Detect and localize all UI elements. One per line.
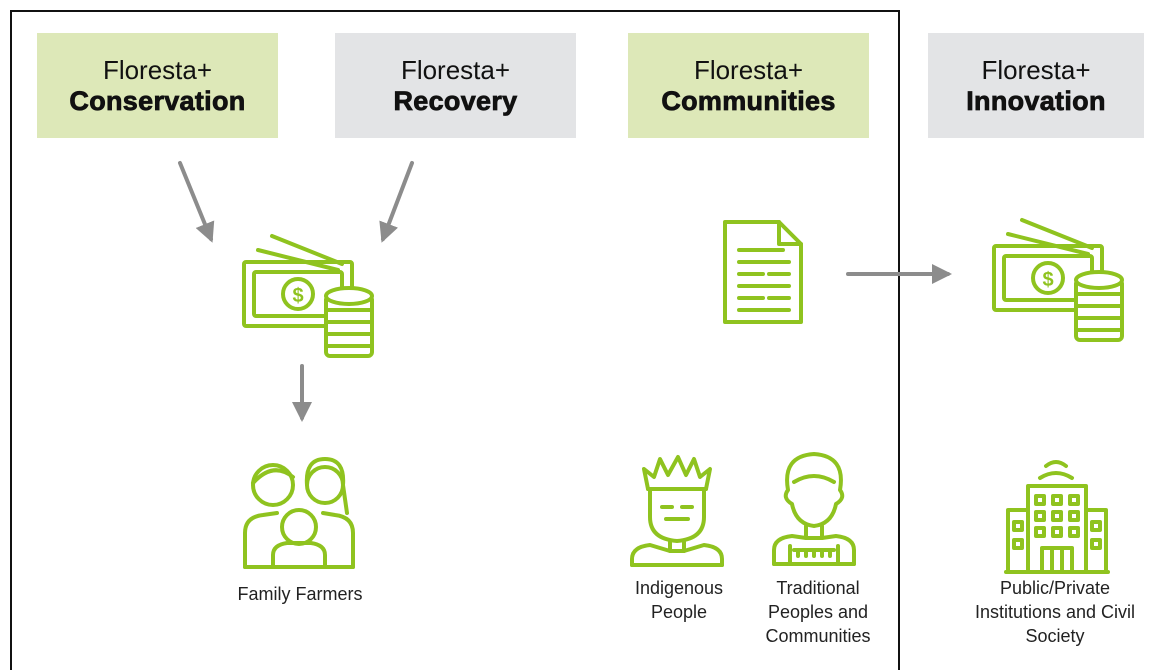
svg-text:$: $	[1042, 269, 1053, 291]
family-icon	[243, 457, 355, 569]
programs-frame	[10, 10, 900, 670]
program-recovery: Floresta+ Recovery	[335, 33, 576, 138]
program-prefix: Floresta+	[102, 54, 213, 85]
svg-text:$: $	[292, 285, 303, 307]
label-institutions: Public/Private Institutions and Civil So…	[974, 578, 1136, 646]
label-family-farmers: Family Farmers	[237, 584, 363, 604]
arrow-recovery-to-funds	[379, 161, 414, 243]
program-prefix: Floresta+	[400, 54, 511, 85]
label-indigenous-people: Indigenous People	[634, 578, 724, 622]
program-name: Innovation	[966, 85, 1106, 116]
program-name: Recovery	[393, 85, 518, 116]
document-icon	[723, 220, 803, 324]
program-prefix: Floresta+	[981, 54, 1091, 85]
program-communities: Floresta+ Communities	[628, 33, 869, 138]
money-coins-icon: $	[242, 234, 374, 358]
money-coins-icon: $	[992, 218, 1124, 342]
program-innovation: Floresta+ Innovation	[928, 33, 1144, 138]
label-traditional-peoples: Traditional Peoples and Communities	[765, 578, 871, 646]
traditional-person-icon	[772, 452, 856, 566]
program-name: Communities	[661, 85, 836, 116]
arrow-conservation-to-funds	[178, 161, 215, 243]
program-conservation: Floresta+ Conservation	[37, 33, 278, 138]
indigenous-person-icon	[630, 455, 724, 567]
building-icon	[1004, 460, 1110, 574]
program-prefix: Floresta+	[693, 54, 804, 85]
program-name: Conservation	[69, 85, 246, 116]
